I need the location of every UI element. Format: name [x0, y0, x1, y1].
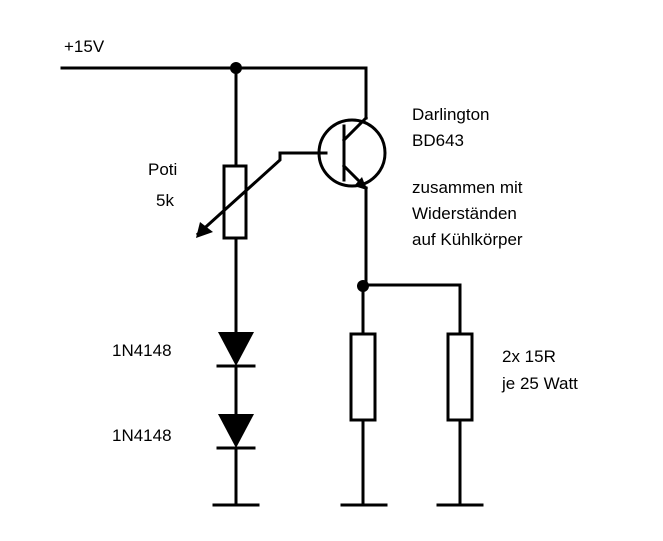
- poti-value-label: 5k: [156, 191, 174, 210]
- load-resistor-2: [446, 332, 474, 422]
- transistor-part-label: BD643: [412, 131, 464, 150]
- note-line-1: zusammen mit: [412, 178, 523, 197]
- potentiometer-wiper: [195, 151, 328, 238]
- supply-label: +15V: [64, 37, 105, 56]
- wiper-arrow-icon: [196, 222, 213, 238]
- diode-2-label: 1N4148: [112, 426, 172, 445]
- load-branch: [340, 186, 484, 507]
- poti-name-label: Poti: [148, 160, 177, 179]
- load-resistor-1: [349, 332, 377, 422]
- diode-1-label: 1N4148: [112, 341, 172, 360]
- diode-1-symbol: [218, 332, 254, 366]
- left-branch: [212, 66, 260, 507]
- resistor-power-label: je 25 Watt: [501, 374, 578, 393]
- emitter-arrow-icon: [354, 177, 367, 190]
- darlington-transistor: [317, 66, 387, 191]
- note-line-3: auf Kühlkörper: [412, 230, 523, 249]
- resistor-value-label: 2x 15R: [502, 347, 556, 366]
- diode-2-symbol: [218, 414, 254, 448]
- transistor-type-label: Darlington: [412, 105, 490, 124]
- transistor-outline: [317, 118, 387, 188]
- note-line-2: Widerständen: [412, 204, 517, 223]
- supply-rail: +15V: [60, 37, 368, 74]
